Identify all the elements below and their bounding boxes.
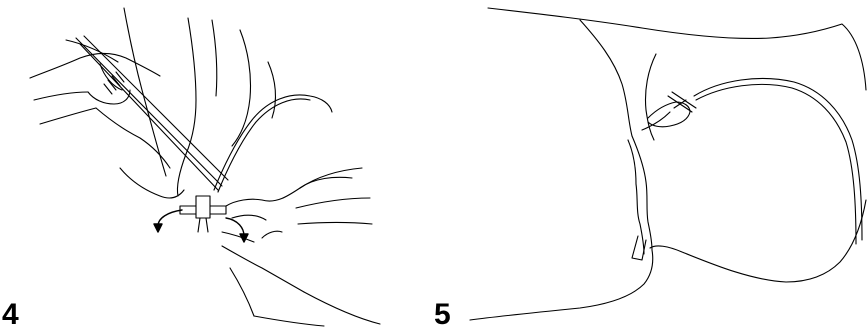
step-number-4: 4 — [2, 300, 19, 330]
step-4-illustration — [0, 0, 400, 332]
curved-rotation-arrow-icon — [154, 210, 248, 242]
ligament-tab — [632, 236, 646, 260]
step-5-panel: 5 — [430, 0, 867, 332]
catheter-tubing — [694, 78, 862, 244]
liver-fissure — [580, 20, 656, 254]
step-number-5: 5 — [434, 300, 451, 330]
step-5-illustration — [430, 0, 867, 332]
liver-outline — [470, 8, 866, 320]
left-hand — [30, 8, 275, 198]
catheter-hub — [642, 92, 696, 130]
right-hand — [222, 168, 380, 326]
step-4-panel: 4 — [0, 0, 400, 332]
catheter-tubing — [214, 95, 332, 192]
catheter-hub — [180, 196, 226, 232]
forceps — [76, 36, 228, 190]
